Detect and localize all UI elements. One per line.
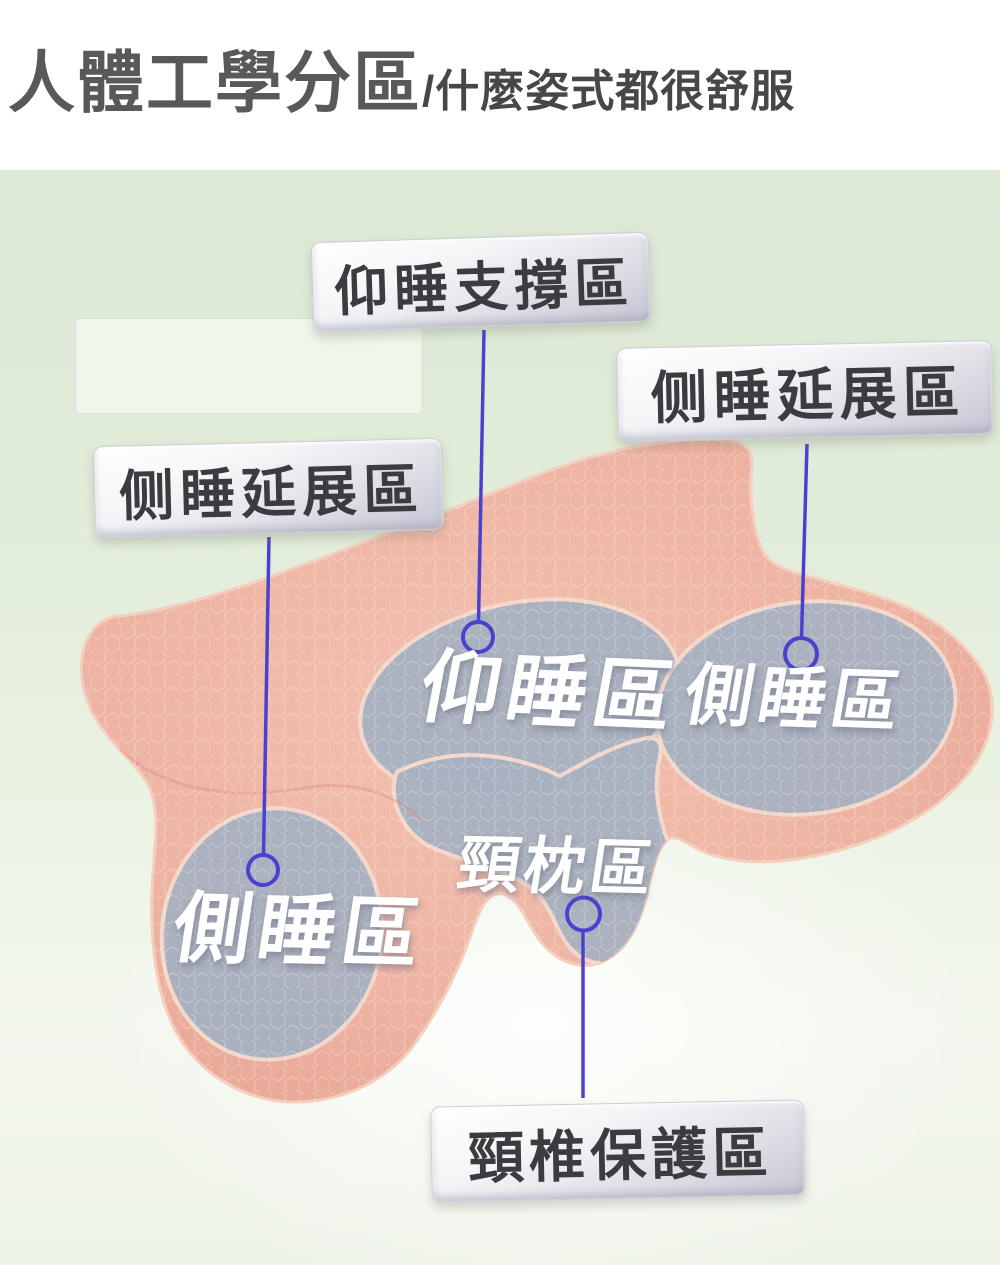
connectors — [246, 329, 819, 1098]
page-subtitle: /什麼姿式都很舒服 — [422, 67, 796, 116]
zone-label-side-right: 側睡區 — [678, 657, 912, 741]
connector-line-left — [261, 536, 271, 856]
badge-side-extension-right: 侧睡延展區 — [616, 340, 994, 442]
pillow-illustration — [79, 329, 994, 1104]
connector-circle-neck — [565, 895, 602, 933]
badge-supine-support-label: 仰睡支撐區 — [333, 252, 636, 323]
connector-circle-side-left — [246, 853, 280, 887]
zone-label-neck: 頸枕區 — [452, 830, 662, 905]
badge-cervical-protection: 頸椎保護區 — [430, 1099, 806, 1203]
pillow-diagram-scene: 仰睡區 側睡區 頸枕區 側睡區 仰睡支撐區 侧睡延展區 侧睡延展區 頸椎保護區 — [0, 170, 1000, 1265]
connector-line-right — [799, 443, 809, 639]
page-title: 人體工學分區 — [8, 46, 422, 121]
badge-side-extension-left: 侧睡延展區 — [92, 437, 445, 539]
header: 人體工學分區/什麼姿式都很舒服 — [0, 0, 1000, 170]
zone-label-supine: 仰睡區 — [413, 642, 688, 743]
badge-cervical-protection-label: 頸椎保護區 — [467, 1120, 774, 1190]
badge-side-extension-left-label: 侧睡延展區 — [118, 458, 425, 528]
connector-circle-supine — [461, 620, 495, 654]
faded-label-placeholder — [75, 318, 421, 413]
badge-supine-support: 仰睡支撐區 — [310, 231, 652, 333]
connector-line-top — [476, 329, 486, 623]
zone-label-side-left: 側睡區 — [167, 883, 433, 979]
badge-side-extension-right-label: 侧睡延展區 — [649, 360, 967, 432]
connector-circle-side-right — [783, 636, 819, 672]
